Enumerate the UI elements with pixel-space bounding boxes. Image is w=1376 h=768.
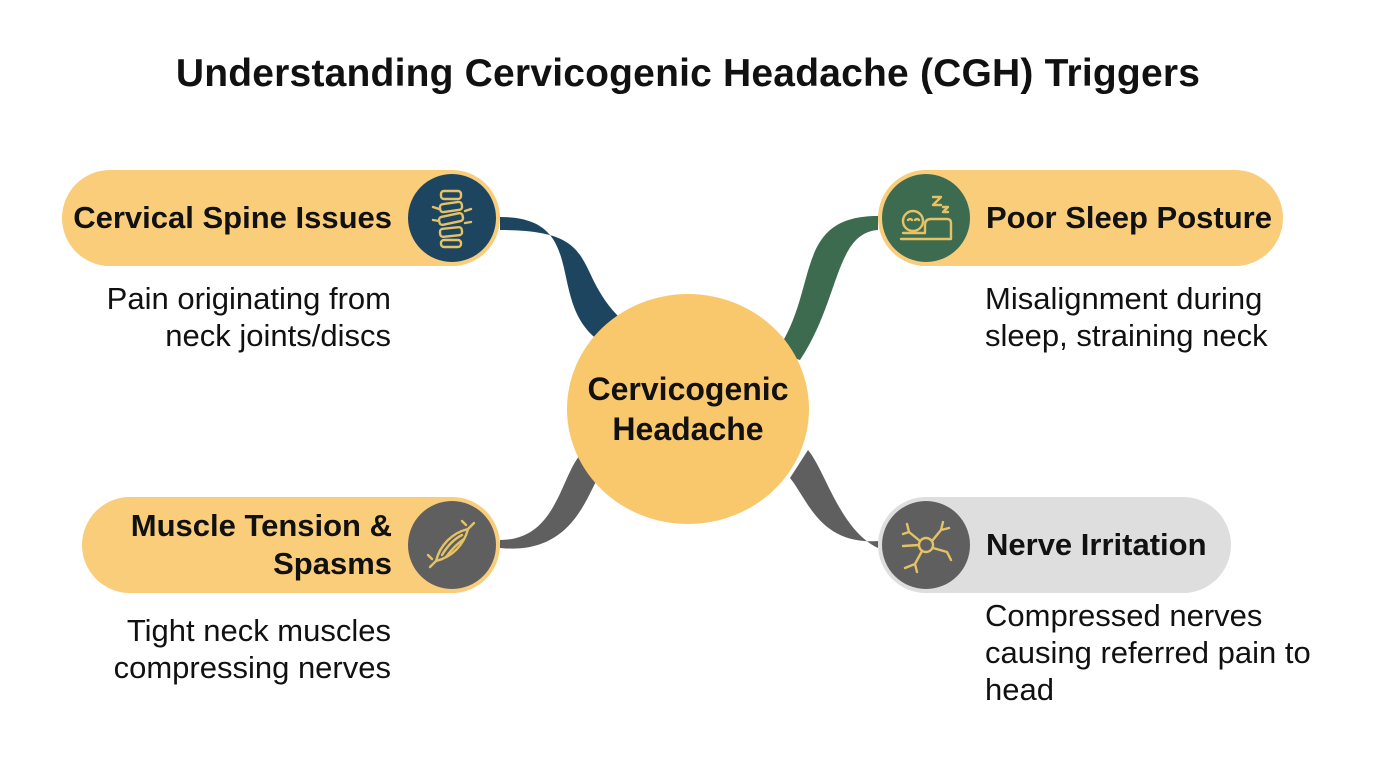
trigger-label-nerve-irritation: Nerve Irritation [986, 527, 1207, 562]
central-topic-label: Cervicogenic Headache [587, 371, 789, 447]
central-topic-circle: Cervicogenic Headache [567, 294, 809, 524]
connector-bottom-left [500, 450, 598, 549]
trigger-pill-muscle-tension: Muscle Tension & Spasms [82, 497, 500, 593]
connector-top-left [500, 217, 622, 340]
muscle-fiber-icon [408, 501, 496, 589]
trigger-pill-sleep-posture: Poor Sleep Posture [878, 170, 1283, 266]
trigger-label-cervical-spine: Cervical Spine Issues [73, 200, 392, 235]
trigger-description-sleep-posture: Misalignment during sleep, straining nec… [985, 281, 1268, 353]
trigger-description-nerve-irritation: Compressed nerves causing referred pain … [985, 598, 1311, 707]
connector-bottom-right [790, 450, 878, 548]
diagram-title: Understanding Cervicogenic Headache (CGH… [175, 52, 1201, 95]
nerve-cell-icon [882, 501, 970, 589]
sleeping-person-icon [882, 174, 970, 262]
trigger-pill-cervical-spine: Cervical Spine Issues [62, 170, 500, 266]
connector-top-right [776, 216, 878, 360]
trigger-description-cervical-spine: Pain originating from neck joints/discs [106, 281, 391, 353]
spine-vertebrae-icon [408, 174, 496, 262]
trigger-description-muscle-tension: Tight neck muscles compressing nerves [113, 613, 391, 685]
trigger-label-muscle-tension: Muscle Tension & Spasms [130, 508, 392, 581]
trigger-pill-nerve-irritation: Nerve Irritation [878, 497, 1231, 593]
trigger-label-sleep-posture: Poor Sleep Posture [986, 200, 1272, 235]
